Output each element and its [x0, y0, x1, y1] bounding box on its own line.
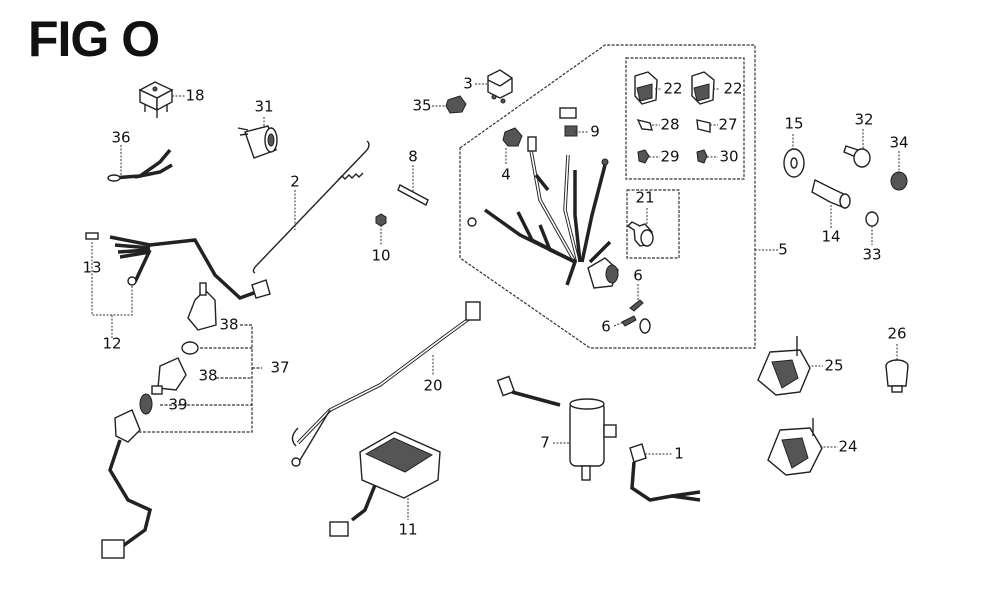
- group-22-30-outline: [625, 57, 745, 180]
- callout-10: 10: [371, 246, 391, 265]
- callout-25: 25: [824, 356, 844, 375]
- callout-22a: 22: [663, 79, 683, 98]
- callout-11: 11: [398, 520, 418, 539]
- part-22-connector-a[interactable]: [634, 71, 658, 105]
- callout-9: 9: [590, 122, 600, 141]
- part-4-rubber-cap[interactable]: [502, 127, 523, 147]
- part-2-control-rod[interactable]: [252, 140, 370, 274]
- part-31-starter-solenoid[interactable]: [237, 125, 278, 159]
- part-24-engine-mount[interactable]: [767, 418, 823, 476]
- callout-5: 5: [778, 240, 788, 259]
- part-10-nut[interactable]: [375, 213, 387, 227]
- group-12-bracket: [91, 242, 133, 338]
- part-5-main-harness[interactable]: [467, 107, 619, 289]
- callout-15: 15: [784, 114, 804, 133]
- leader-lines: [120, 83, 900, 520]
- part-22-connector-b[interactable]: [691, 71, 715, 105]
- callout-24: 24: [838, 437, 858, 456]
- callout-35: 35: [412, 96, 432, 115]
- part-38-switch-lower[interactable]: [151, 357, 187, 395]
- part-7-fuel-solenoid[interactable]: [496, 375, 617, 481]
- callout-4: 4: [501, 165, 511, 184]
- callout-27: 27: [718, 115, 738, 134]
- part-21-ignition-key[interactable]: [626, 221, 654, 247]
- callout-13: 13: [82, 258, 102, 277]
- callout-30: 30: [719, 147, 739, 166]
- part-34-nut[interactable]: [890, 171, 908, 191]
- callout-6a: 6: [633, 266, 643, 285]
- part-33-nut[interactable]: [865, 211, 879, 227]
- part-28-terminal[interactable]: [636, 118, 653, 131]
- part-32-bolt[interactable]: [843, 145, 871, 168]
- callout-39: 39: [168, 395, 188, 414]
- part-39-seal[interactable]: [139, 393, 153, 415]
- callout-28: 28: [660, 115, 680, 134]
- callout-38b: 38: [198, 366, 218, 385]
- part-3-relay[interactable]: [487, 69, 513, 104]
- part-13-terminal[interactable]: [85, 232, 99, 240]
- part-37-o-ring[interactable]: [181, 341, 199, 355]
- callout-36: 36: [111, 128, 131, 147]
- callout-7: 7: [540, 433, 550, 452]
- group-21-outline: [626, 189, 680, 259]
- group-37-bracket: [138, 324, 262, 433]
- callout-14: 14: [821, 227, 841, 246]
- callout-2: 2: [290, 172, 300, 191]
- part-38-switch-upper[interactable]: [187, 282, 217, 331]
- part-11-regulator-rectifier[interactable]: [329, 431, 441, 537]
- callout-18: 18: [185, 86, 205, 105]
- callout-31: 31: [254, 97, 274, 116]
- part-15-washer[interactable]: [783, 148, 805, 178]
- part-12-sub-harness[interactable]: [109, 235, 271, 301]
- callout-3: 3: [463, 74, 473, 93]
- callout-12: 12: [102, 334, 122, 353]
- callout-1: 1: [674, 444, 684, 463]
- callout-38a: 38: [219, 315, 239, 334]
- part-18-relay[interactable]: [138, 81, 174, 118]
- group-5-outline: [459, 44, 756, 349]
- figure-title: FIG O: [28, 11, 160, 67]
- part-14-stud[interactable]: [811, 178, 851, 209]
- callout-33: 33: [862, 245, 882, 264]
- part-29-terminal[interactable]: [637, 149, 650, 164]
- part-25-engine-mount[interactable]: [757, 336, 811, 396]
- part-35-connector[interactable]: [445, 95, 467, 114]
- part-30-terminal[interactable]: [696, 149, 708, 164]
- callout-8: 8: [408, 147, 418, 166]
- part-20-wire-harness[interactable]: [291, 301, 481, 467]
- part-6-key-and-ring[interactable]: [621, 299, 651, 334]
- part-27-terminal[interactable]: [696, 119, 711, 133]
- part-1-sensor[interactable]: [629, 443, 701, 502]
- part-37-key-switch-cable[interactable]: [101, 409, 153, 559]
- part-26-cap[interactable]: [885, 359, 909, 393]
- callout-29: 29: [660, 147, 680, 166]
- callout-6b: 6: [601, 317, 611, 336]
- callout-20: 20: [423, 376, 443, 395]
- callout-22b: 22: [723, 79, 743, 98]
- callout-34: 34: [889, 133, 909, 152]
- callout-26: 26: [887, 324, 907, 343]
- part-8-rubber-strip[interactable]: [397, 184, 429, 206]
- part-36-wire-lead[interactable]: [107, 148, 173, 182]
- callout-32: 32: [854, 110, 874, 129]
- callout-21: 21: [635, 188, 655, 207]
- callout-37: 37: [270, 358, 290, 377]
